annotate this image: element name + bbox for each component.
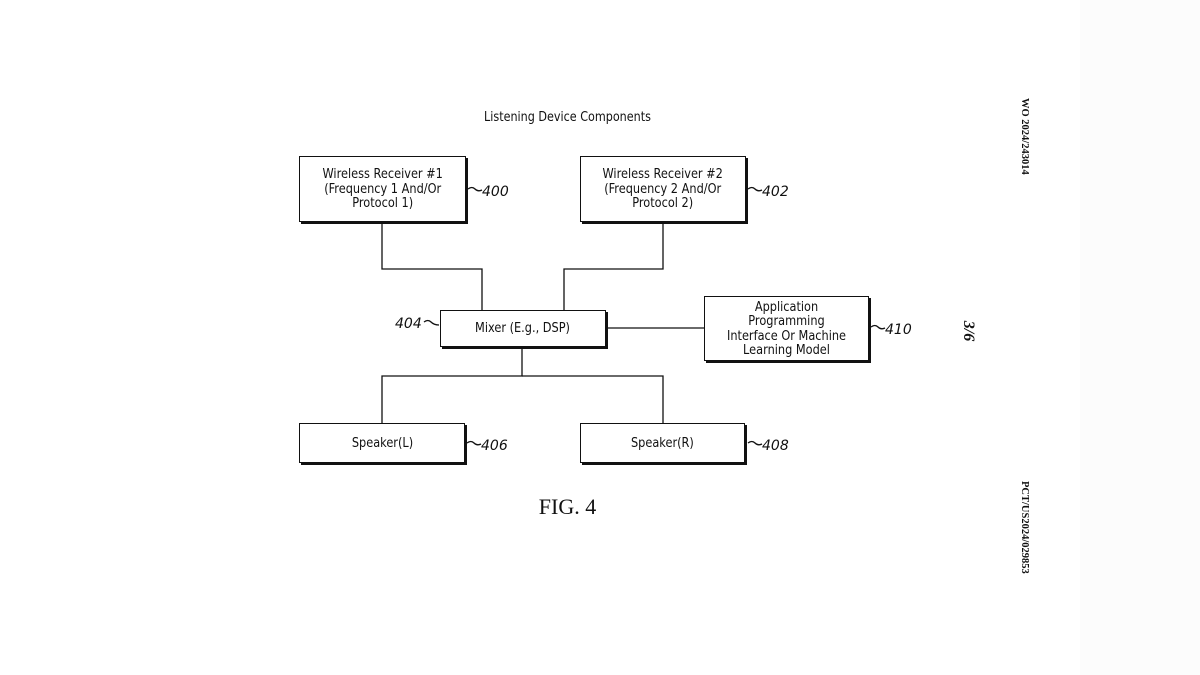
sheet-number: 3/6 xyxy=(960,320,978,342)
diagram-title: Listening Device Components xyxy=(484,110,651,125)
ref-numeral-406: 406 xyxy=(481,438,508,454)
leader-410 xyxy=(870,324,886,330)
edge-400-404 xyxy=(381,222,483,310)
node-label: Mixer (E.g., DSP) xyxy=(475,320,571,337)
node-speaker-right: Speaker(R) xyxy=(580,423,745,463)
node-label: Speaker(R) xyxy=(631,434,694,451)
page-margin-strip xyxy=(1080,0,1200,675)
publication-number: WO 2024/243014 xyxy=(1019,98,1030,175)
leader-404 xyxy=(423,319,440,326)
node-wireless-receiver-2: Wireless Receiver #2 (Frequency 2 And/Or… xyxy=(580,156,746,222)
leader-408 xyxy=(747,440,763,446)
node-api-ml-model: Application Programming Interface Or Mac… xyxy=(704,296,869,361)
node-label: Application Programming Interface Or Mac… xyxy=(726,298,847,358)
node-mixer: Mixer (E.g., DSP) xyxy=(440,310,606,347)
edge-404-408 xyxy=(522,375,664,423)
node-speaker-left: Speaker(L) xyxy=(299,423,465,463)
leader-400 xyxy=(467,186,483,192)
node-wireless-receiver-1: Wireless Receiver #1 (Frequency 1 And/Or… xyxy=(299,156,466,222)
ref-numeral-410: 410 xyxy=(885,322,912,338)
edge-404-406 xyxy=(381,347,523,423)
ref-numeral-400: 400 xyxy=(482,184,509,200)
ref-numeral-408: 408 xyxy=(762,438,789,454)
node-label: Wireless Receiver #2 (Frequency 2 And/Or… xyxy=(602,166,724,212)
edge-402-404 xyxy=(563,222,664,310)
ref-numeral-402: 402 xyxy=(762,184,789,200)
ref-numeral-404: 404 xyxy=(395,316,422,332)
figure-label: FIG. 4 xyxy=(538,494,597,519)
leader-406 xyxy=(466,440,482,446)
application-number: PCT/US2024/029853 xyxy=(1019,481,1030,574)
node-label: Speaker(L) xyxy=(351,434,413,451)
node-label: Wireless Receiver #1 (Frequency 1 And/Or… xyxy=(322,166,443,212)
leader-402 xyxy=(747,186,763,192)
